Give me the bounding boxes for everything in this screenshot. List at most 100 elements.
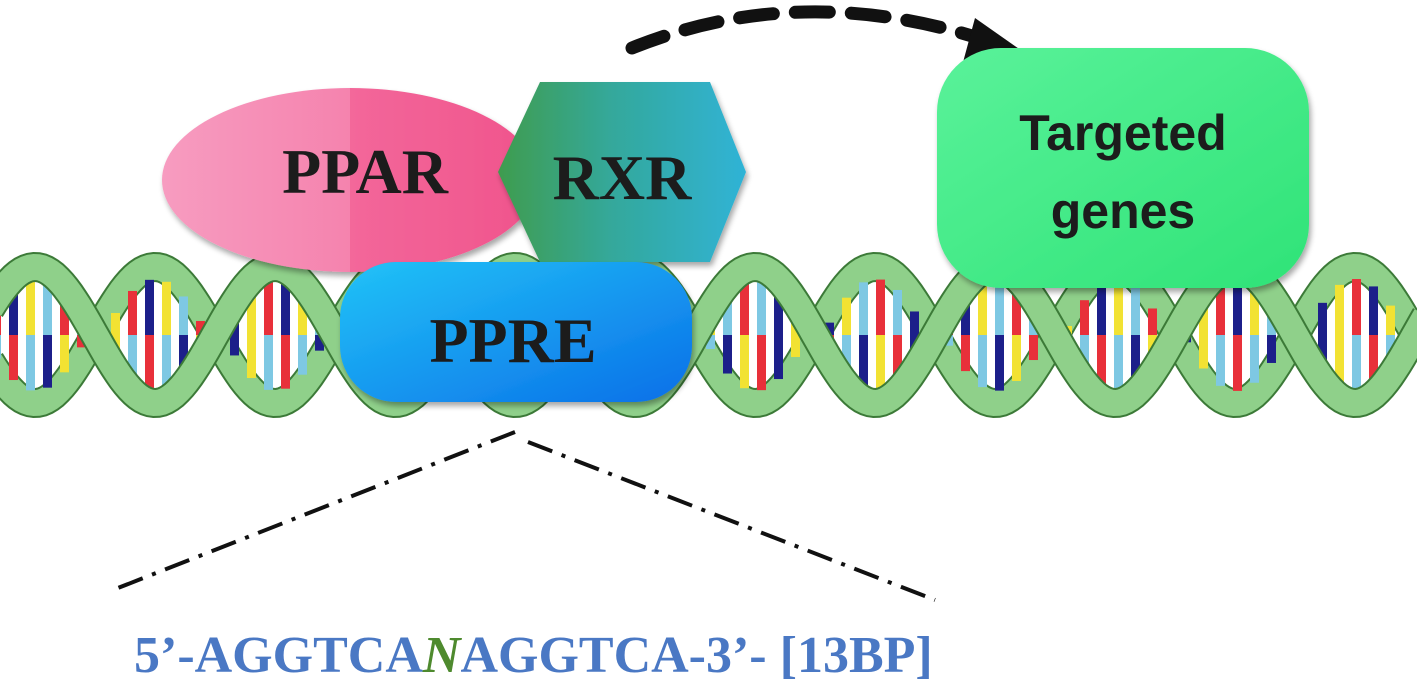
- dna-base-pair: [60, 335, 69, 373]
- dna-base-pair: [145, 335, 154, 391]
- dna-base-pair: [978, 335, 987, 388]
- dna-base-pair: [1131, 288, 1140, 335]
- dna-base-pair: [757, 279, 766, 335]
- dna-back-strand: [0, 251, 1417, 419]
- dna-base-pair: [723, 296, 732, 335]
- dna-base-pair: [196, 320, 205, 335]
- dna-base-pair: [1029, 335, 1038, 361]
- sequence-spacer: N: [422, 627, 463, 684]
- dna-base-pair: [128, 335, 137, 380]
- dna-base-pair: [1097, 335, 1106, 387]
- ppre-label: PPRE: [429, 305, 596, 376]
- dna-base-pair: [264, 280, 273, 335]
- dna-base-pair: [740, 335, 749, 389]
- dna-base-pair: [910, 311, 919, 335]
- dna-base-pair: [1199, 335, 1208, 369]
- dna-base-pair: [1216, 284, 1225, 335]
- dna-base-pair: [281, 281, 290, 335]
- dna-base-pair: [893, 335, 902, 381]
- dna-base-pair: [162, 335, 171, 389]
- dna-base-pair: [162, 281, 171, 335]
- dna-base-pair: [978, 282, 987, 335]
- dna-base-pair: [774, 335, 783, 380]
- dna-base-pair: [961, 298, 970, 335]
- dna-base-pair: [961, 335, 970, 372]
- dna-base-pair: [145, 279, 154, 335]
- sequence-prefix: 5’-AGGTCA: [134, 627, 423, 684]
- dna-base-pair: [128, 290, 137, 335]
- dna-base-pair: [1148, 308, 1157, 335]
- dna-base-pair: [791, 335, 800, 357]
- dna-base-pair: [774, 290, 783, 335]
- dna-base-pair: [706, 335, 715, 350]
- dna-base-pair: [876, 335, 885, 391]
- dna-base-pair: [1352, 335, 1361, 391]
- ppar-label: PPAR: [282, 136, 449, 207]
- dna-base-pair: [1012, 289, 1021, 335]
- dna-base-pair: [43, 282, 52, 335]
- targeted-genes-line1: Targeted: [1019, 105, 1226, 161]
- dna-base-pair: [995, 335, 1004, 391]
- dna-base-pair: [315, 335, 324, 351]
- dna-base-pair: [1335, 335, 1344, 386]
- dna-base-pair: [1131, 335, 1140, 382]
- dna-base-pair: [26, 335, 35, 391]
- dna-base-pair: [842, 335, 851, 373]
- dna-base-pair: [859, 282, 868, 335]
- dna-base-pair: [9, 289, 18, 335]
- dna-base-pair: [298, 295, 307, 335]
- dna-base-pair: [995, 279, 1004, 335]
- rxr-receptor: RXR: [498, 82, 746, 262]
- dna-base-pair: [723, 335, 732, 374]
- dna-base-pair: [26, 279, 35, 335]
- dna-base-pair: [1080, 335, 1089, 370]
- dna-base-pair: [179, 335, 188, 374]
- dna-base-pair: [1250, 287, 1259, 335]
- dna-base-pair: [893, 289, 902, 335]
- dna-base-pair: [1318, 302, 1327, 335]
- dna-strand-front: [0, 253, 1417, 417]
- dna-base-pair: [1097, 283, 1106, 335]
- targeted-genes-box: Targeted genes: [937, 48, 1309, 288]
- dna-base-pair: [740, 281, 749, 335]
- dna-base-pair: [264, 335, 273, 390]
- dna-base-pair: [1267, 335, 1276, 363]
- dna-base-pair: [1080, 300, 1089, 335]
- dna-base-pair: [1012, 335, 1021, 381]
- dna-base-pair: [1114, 279, 1123, 335]
- dna-base-pair: [1369, 286, 1378, 335]
- dna-base-pair: [179, 296, 188, 335]
- dna-base-pair: [1369, 335, 1378, 384]
- dna-base-pair: [825, 322, 834, 335]
- dna-base-pair: [298, 335, 307, 375]
- dna-base-pair: [1352, 279, 1361, 335]
- dna-front-strand: [0, 251, 1417, 419]
- dna-base-pair: [60, 297, 69, 335]
- ppre-consensus-sequence: 5’-AGGTCANAGGTCA-3’- [13BP]: [134, 627, 933, 684]
- sequence-zoom-lines: [117, 430, 936, 602]
- dna-base-pair: [842, 297, 851, 335]
- dna-base-pair: [247, 291, 256, 335]
- dna-base-pair: [0, 335, 1, 359]
- dna-base-pair: [43, 335, 52, 388]
- ppar-receptor: PPAR: [162, 88, 538, 272]
- sequence-suffix: AGGTCA-3’- [13BP]: [460, 627, 932, 684]
- dna-base-pair: [247, 335, 256, 379]
- dna-base-pair: [876, 279, 885, 335]
- dna-base-pair: [1335, 284, 1344, 335]
- dna-base-pair: [1216, 335, 1225, 386]
- dna-base-pair: [859, 335, 868, 388]
- targeted-genes-line2: genes: [1051, 183, 1196, 239]
- dna-base-pair: [757, 335, 766, 391]
- dna-base-pair: [1233, 279, 1242, 335]
- dna-base-pair: [230, 335, 239, 356]
- dna-base-pair: [1199, 301, 1208, 335]
- dna-base-pair: [111, 313, 120, 335]
- rxr-label: RXR: [553, 142, 692, 213]
- dna-base-pair: [1386, 305, 1395, 335]
- dna-base-pair: [9, 335, 18, 381]
- dna-strand-back: [0, 253, 1417, 417]
- dna-base-pair: [1114, 335, 1123, 391]
- dna-base-pair: [1233, 335, 1242, 391]
